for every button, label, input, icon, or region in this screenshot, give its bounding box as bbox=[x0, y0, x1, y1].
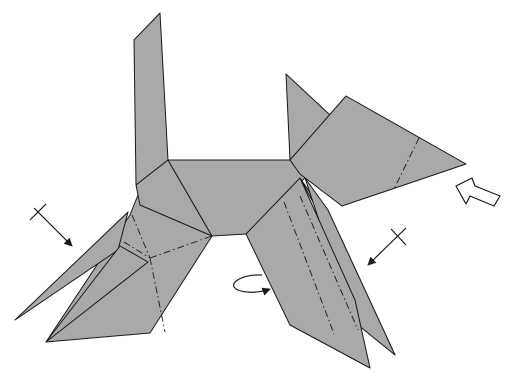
fold-arrow-right-tick bbox=[391, 229, 406, 245]
push-arrow-icon bbox=[456, 178, 500, 206]
dog-tail bbox=[134, 13, 168, 185]
fold-arrow-right bbox=[368, 228, 406, 265]
turn-over-arrow bbox=[234, 275, 270, 292]
fold-arrow-left bbox=[34, 208, 72, 246]
